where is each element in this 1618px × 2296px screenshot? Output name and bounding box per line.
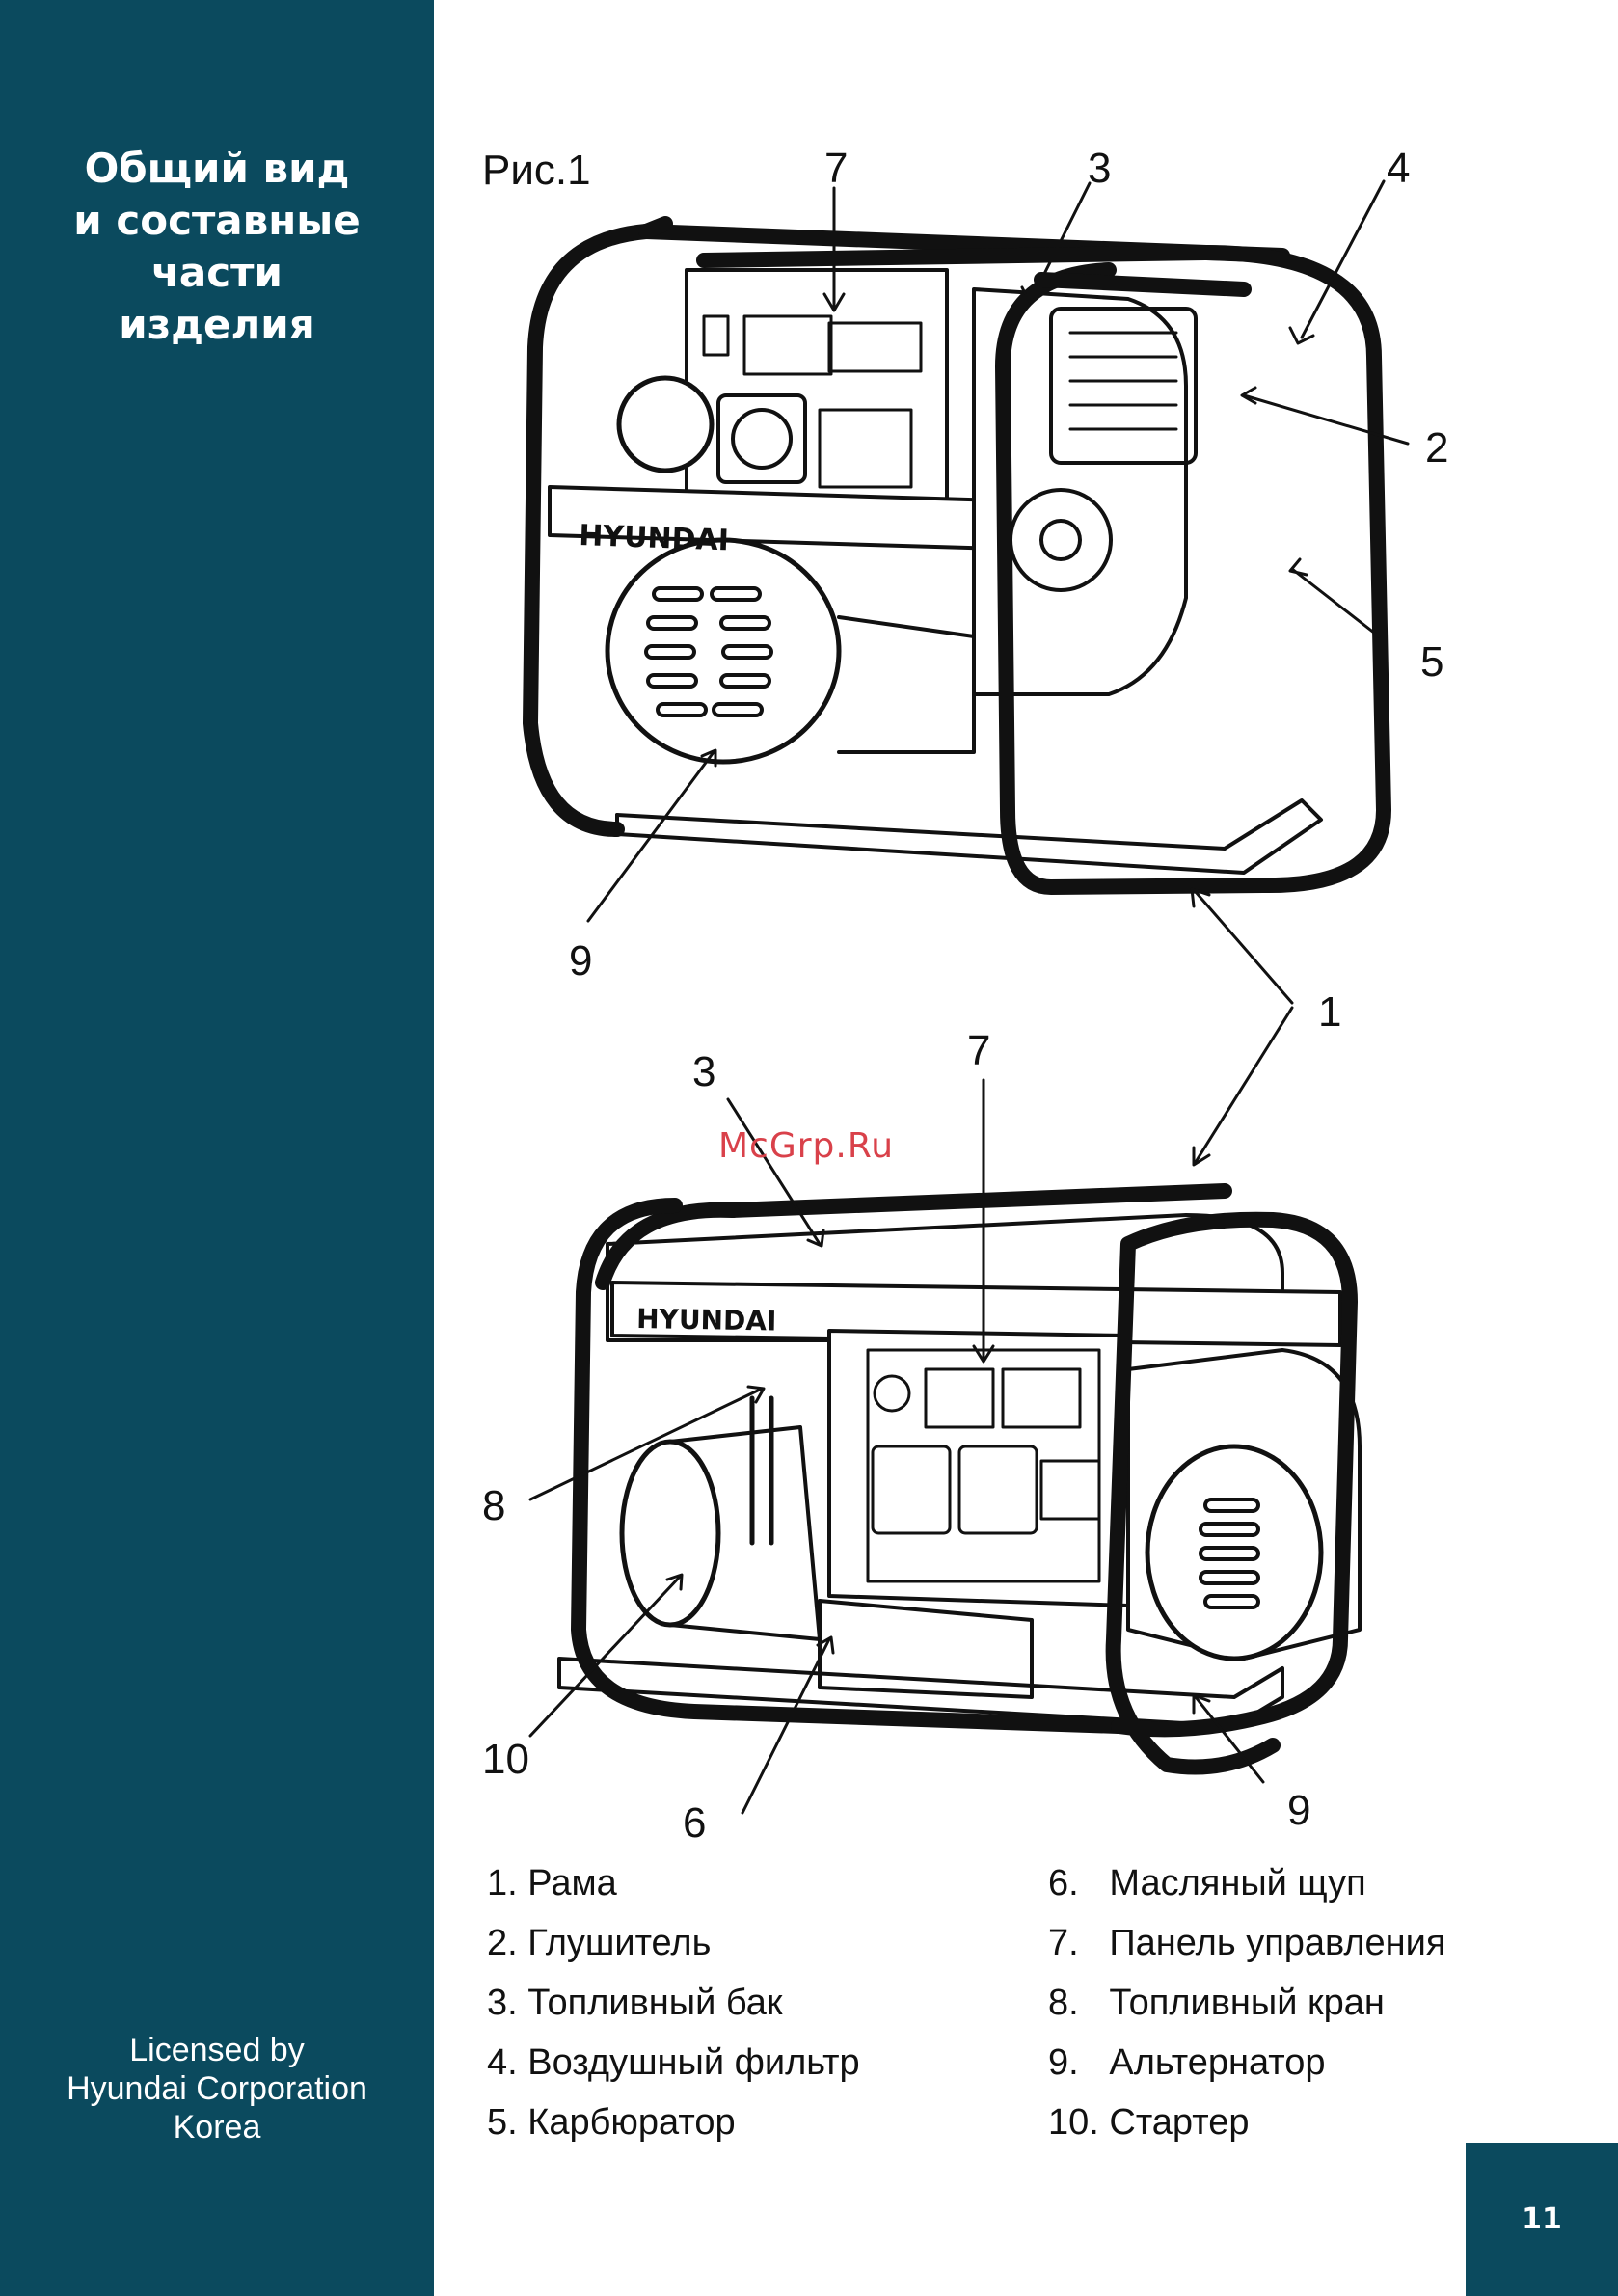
generator-bottom-view [559,1191,1360,1768]
callout-label: 8 [482,1482,505,1530]
callout-label: 7 [824,145,848,193]
legend-item: 7. Панель управления [1048,1923,1445,1964]
generator-illustration: HYUNDAI HYUNDAI [434,0,1618,1832]
callout-label: 2 [1425,424,1448,473]
legend-item: 4. Воздушный фильтр [487,2042,860,2084]
license-line: Hyundai Corporation [0,2069,434,2108]
callout-label: 9 [1287,1787,1310,1835]
license-line: Korea [0,2108,434,2147]
section-title-line: изделия [0,299,434,351]
legend-item: 2. Глушитель [487,1923,711,1964]
page-number-box: 11 [1466,2143,1618,2296]
callout-label: 4 [1387,145,1410,193]
figure-caption: Рис.1 [482,147,591,195]
license-line: Licensed by [0,2031,434,2069]
callout-label: 6 [683,1799,706,1848]
legend-item: 10. Стартер [1048,2102,1249,2144]
section-title-line: и составные [0,195,434,247]
legend-item: 8. Топливный кран [1048,1983,1385,2024]
callout-label: 9 [569,937,592,986]
legend-item: 5. Карбюратор [487,2102,736,2144]
brand-logo-bottom: HYUNDAI [636,1303,777,1337]
generator-top-view [530,224,1384,887]
callout-label: 3 [1088,145,1111,193]
callout-label: 7 [967,1027,990,1075]
legend-item: 1. Рама [487,1863,617,1904]
callout-label: 1 [1318,988,1341,1037]
page-number: 11 [1522,2202,1562,2236]
watermark-text: McGrp.Ru [718,1126,894,1166]
section-title: Общий вид и составные части изделия [0,143,434,351]
legend-item: 6. Масляный щуп [1048,1863,1366,1904]
legend-item: 3. Топливный бак [487,1983,783,2024]
callout-label: 3 [692,1048,715,1096]
brand-logo-top: HYUNDAI [579,519,730,557]
section-title-line: части [0,247,434,299]
license-note: Licensed by Hyundai Corporation Korea [0,2031,434,2147]
sidebar: Общий вид и составные части изделия Lice… [0,0,434,2296]
section-title-line: Общий вид [0,143,434,195]
callout-label: 5 [1420,638,1443,687]
callout-label: 10 [482,1736,529,1784]
legend-item: 9. Альтернатор [1048,2042,1326,2084]
